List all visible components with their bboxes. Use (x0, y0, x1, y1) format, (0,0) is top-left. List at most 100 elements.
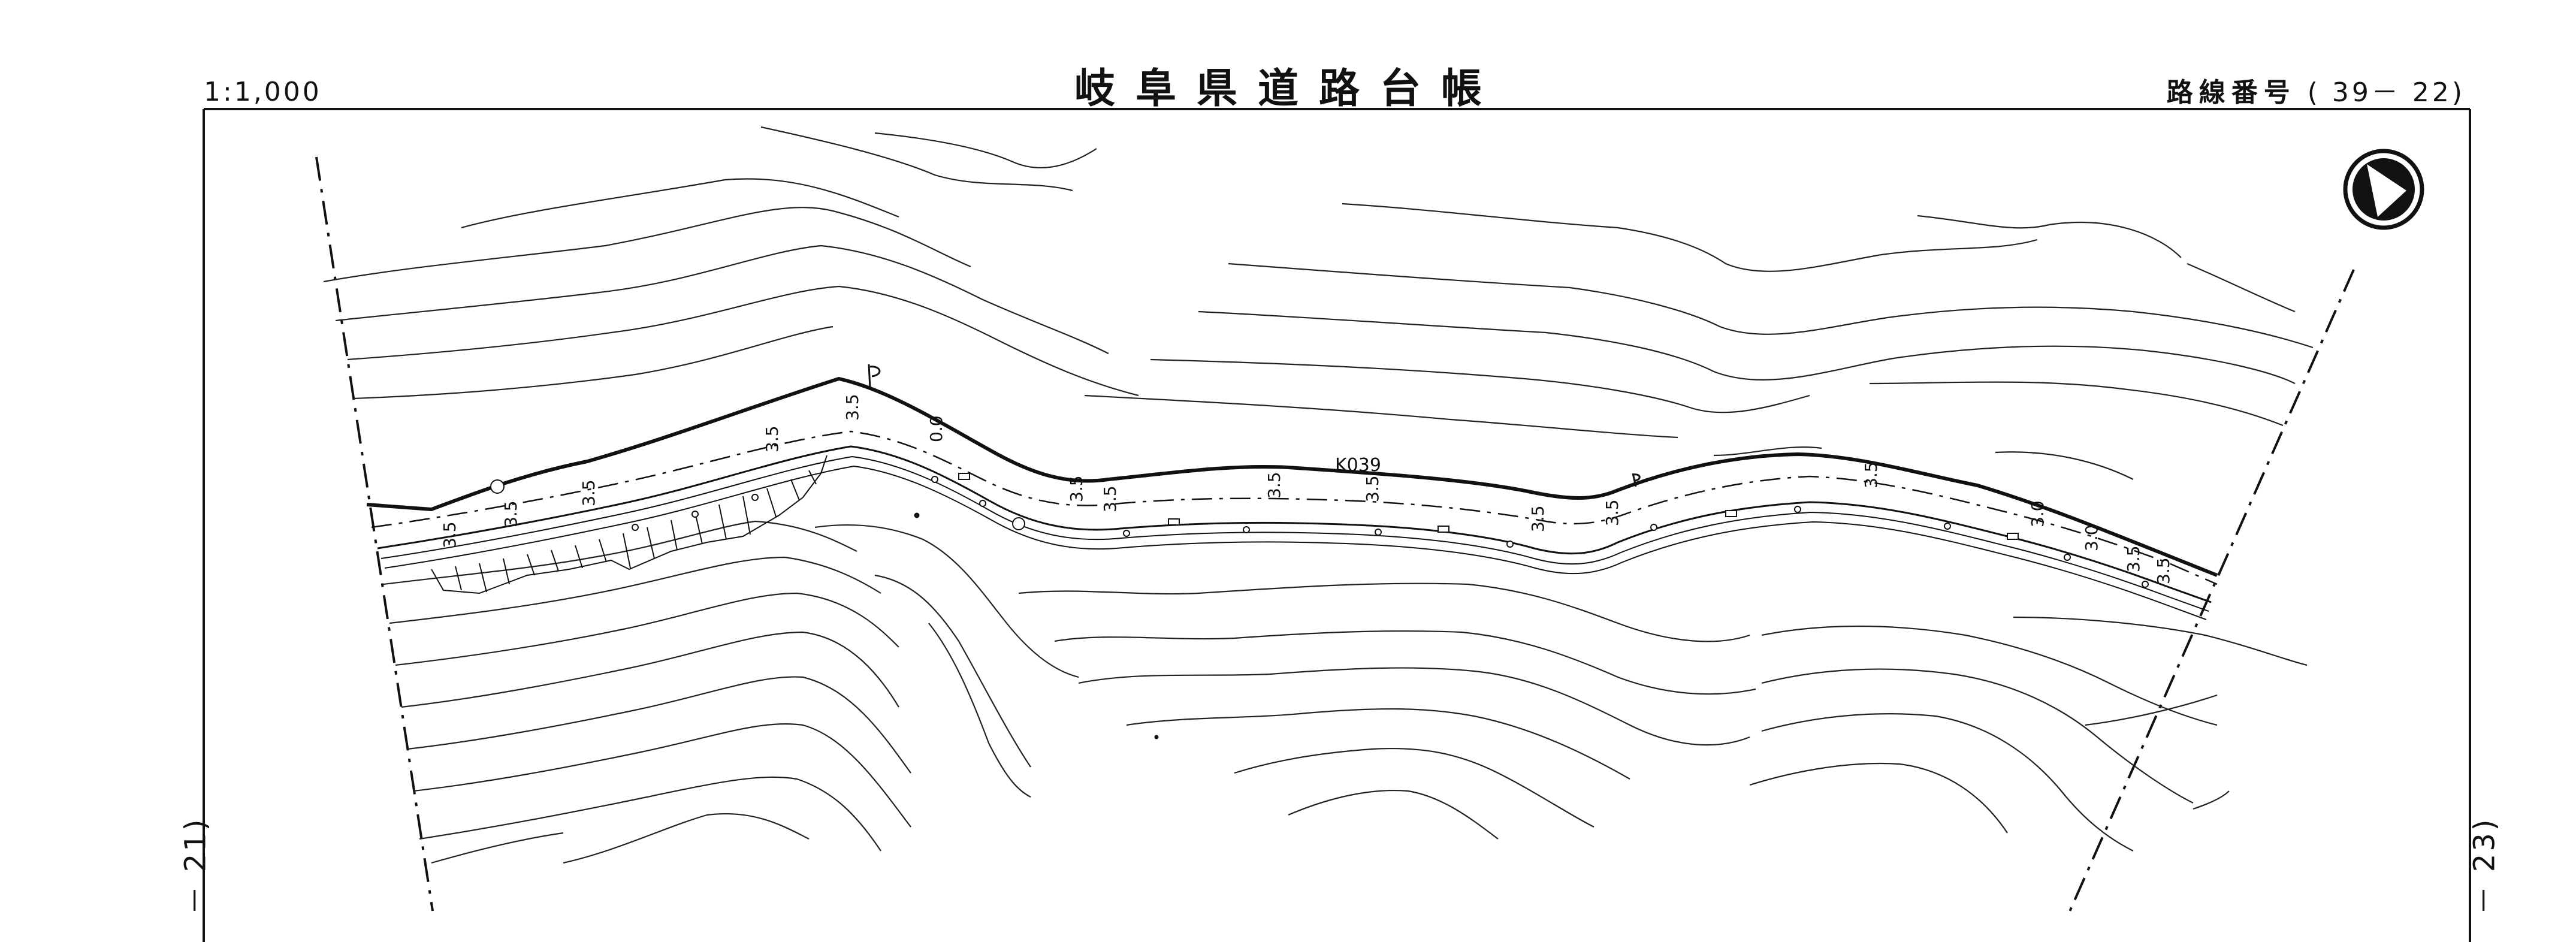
contour-line (419, 776, 881, 852)
marker-icon (1650, 524, 1657, 531)
contour-line (1749, 762, 2008, 834)
contour-line (1078, 667, 1750, 746)
route-code-label: K039 (1335, 455, 1381, 476)
contour-line (1054, 630, 1756, 695)
flag-icon (1632, 473, 1641, 487)
route-number-value: ( 39－ 22) (2307, 77, 2465, 108)
road-edge-north (366, 377, 2218, 577)
sign-icon (1438, 526, 1449, 533)
contour-line (814, 524, 1079, 678)
marker-icon (632, 524, 639, 531)
width-label: 3.5 (762, 425, 782, 452)
marker-icon (691, 511, 699, 518)
adjacent-sheet-left: － 21) (179, 817, 213, 915)
contour-line (2187, 262, 2296, 313)
contour-line (389, 556, 881, 624)
road-curb-south (380, 456, 2209, 612)
road (366, 377, 2218, 620)
marker-icon (979, 500, 986, 507)
marker-icon (931, 476, 938, 483)
sign-icon (2007, 533, 2019, 540)
contour-line (1869, 381, 2284, 427)
contour-line (760, 126, 1073, 192)
marker-icon (1123, 530, 1130, 537)
sign-icon (1725, 510, 1737, 517)
contour-line (2013, 616, 2308, 666)
north-arrow-icon (2343, 149, 2424, 230)
marker-icon (1506, 541, 1514, 548)
utility-pole-icon (490, 479, 505, 494)
contour-line (407, 676, 911, 774)
road-edge-south (377, 445, 2212, 603)
contour-line (874, 132, 1097, 168)
contour-line (1126, 708, 1630, 780)
marker-icon (751, 494, 759, 501)
width-label: 3.5 (1528, 505, 1548, 532)
contour-line (1018, 582, 1750, 642)
road-centerline (371, 430, 2218, 585)
point-icon (914, 512, 920, 518)
contour-line (335, 244, 1109, 354)
contour-line (1713, 446, 1822, 457)
contour-line (383, 520, 857, 585)
width-label: 3.0 (2028, 500, 2047, 527)
adjacent-sheet-right: － 23) (2468, 817, 2502, 915)
contour-line (431, 832, 564, 864)
flag-icon (868, 364, 881, 389)
width-label: 3.5 (579, 479, 599, 506)
width-label: 0.0 (926, 415, 946, 442)
width-label: 3.5 (2154, 557, 2173, 584)
marker-icon (1794, 506, 1801, 513)
contour-line (874, 574, 1031, 768)
route-number-label: 路線番号 (2166, 77, 2296, 108)
road-curb-south-2 (384, 466, 2207, 620)
width-label: 3.5 (1861, 461, 1881, 488)
marker-icon (1944, 523, 1951, 530)
marker-icon (1243, 526, 1250, 533)
marker-icon (2142, 581, 2149, 588)
sheet-frame (203, 108, 2471, 942)
contour-line (413, 723, 911, 828)
contour-line (1761, 625, 2218, 726)
contour-line (1761, 668, 2194, 804)
marker-icon (1375, 529, 1382, 536)
map-symbols (868, 364, 1641, 739)
contour-lines (323, 126, 2314, 864)
contour-line (323, 207, 971, 283)
match-line-right (2066, 269, 2355, 917)
sheet-header: 1:1,000 岐阜県道路台帳 路線番号 ( 39－ 22) (0, 0, 2576, 114)
width-labels: 3.5 3.5 3.5 3.5 3.5 0.0 3.5 3.5 3.5 3.5 … (440, 394, 2173, 584)
utility-pole-icon (1012, 517, 1025, 530)
width-label: 3.5 (1602, 499, 1622, 526)
contour-line (1342, 203, 2038, 272)
contour-line (347, 285, 1139, 397)
contour-line (353, 325, 833, 400)
contour-line (1198, 310, 2296, 384)
contour-line (563, 813, 810, 864)
sign-icon (1168, 518, 1180, 526)
width-label: 3.5 (501, 500, 521, 527)
sheet-title: 岐阜県道路台帳 (1074, 65, 1502, 113)
contour-line (1150, 358, 1810, 413)
marker-icon (2064, 554, 2071, 561)
point-icon (1154, 735, 1159, 739)
contour-line (1995, 451, 2134, 480)
roadside-markers (490, 473, 2149, 588)
width-label: 3.5 (2124, 545, 2143, 572)
width-label: 3.5 (842, 394, 862, 421)
contour-line (2085, 694, 2218, 726)
contour-line (2193, 790, 2230, 810)
sign-icon (958, 473, 970, 480)
contour-line (1917, 215, 2182, 258)
width-label: 3.5 (1264, 472, 1284, 499)
contour-line (1084, 394, 1678, 439)
contour-line (395, 592, 899, 666)
embankment-outline (431, 455, 828, 594)
contour-line (1288, 789, 1499, 840)
match-lines (315, 156, 2355, 917)
map-scale: 1:1,000 (204, 77, 322, 107)
contour-line (1761, 713, 2134, 852)
width-label: 3.5 (1100, 485, 1120, 512)
contour-line (1228, 262, 2314, 349)
width-label: 3.5 (1067, 475, 1086, 502)
